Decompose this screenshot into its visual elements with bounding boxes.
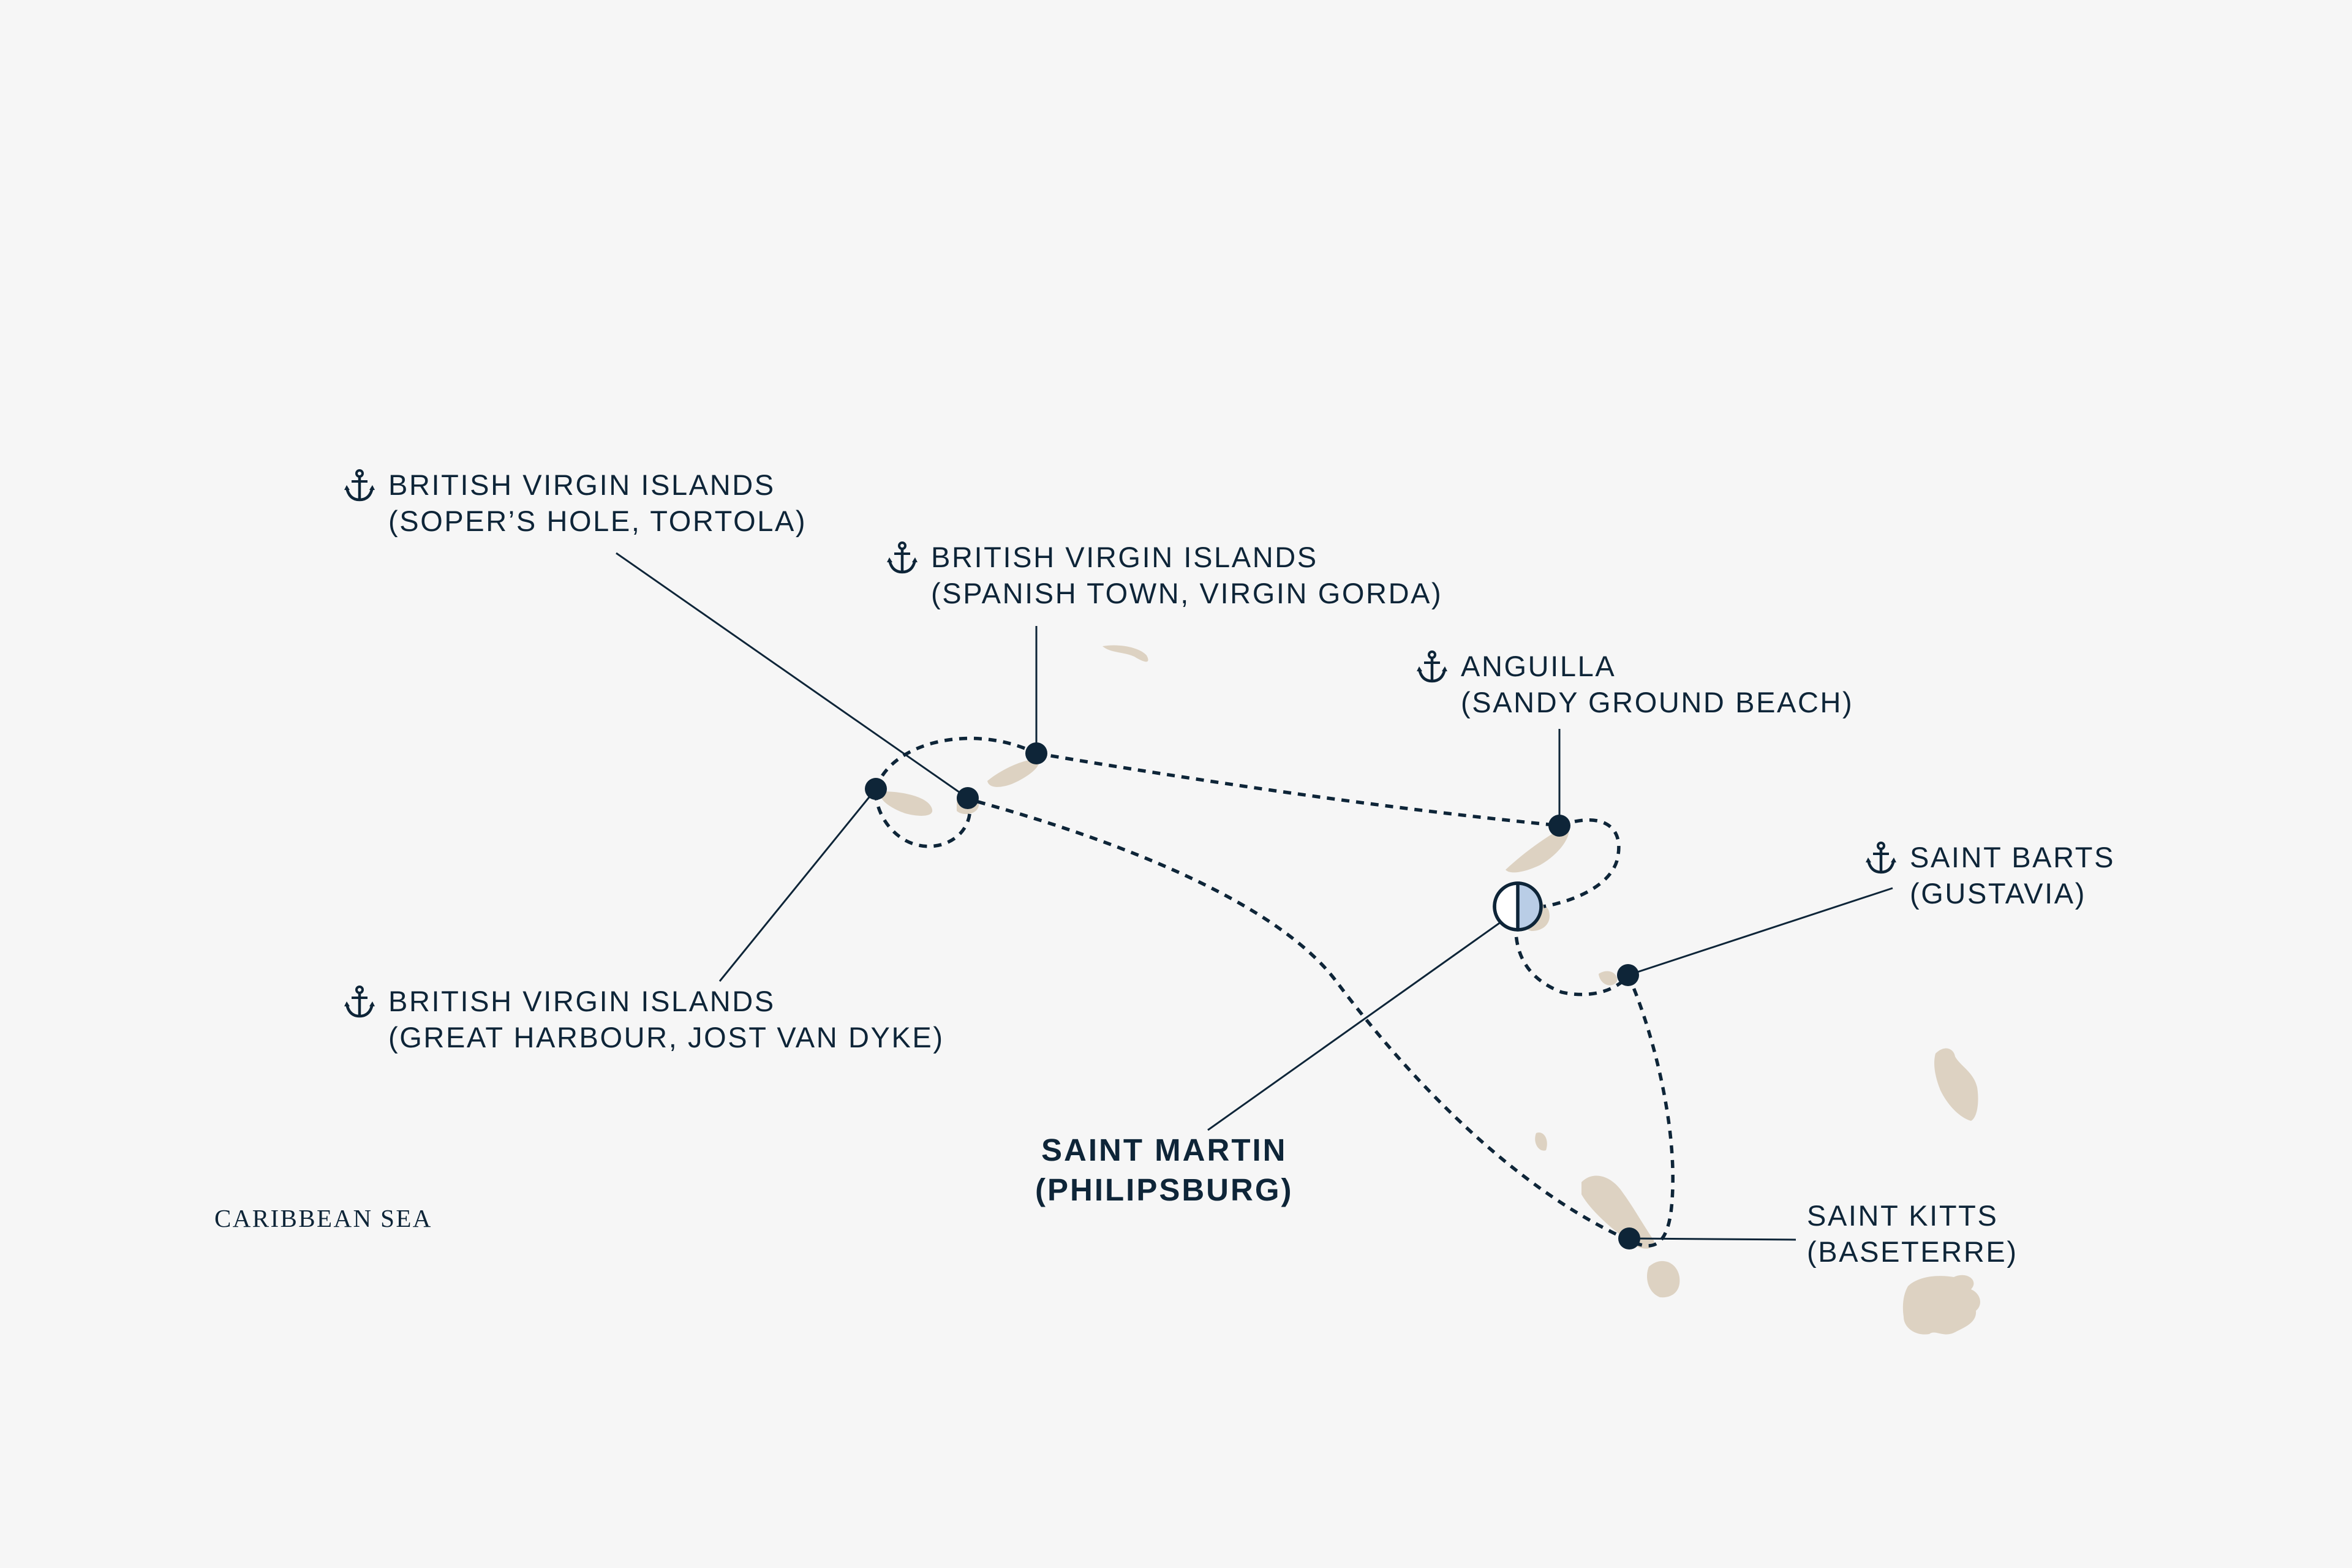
anchor-icon (1417, 650, 1447, 684)
port-label-saint-barts: SAINT BARTS (GUSTAVIA) (1910, 839, 2115, 911)
port-detail: (SANDY GROUND BEACH) (1461, 686, 1854, 718)
island-saba (1535, 1133, 1547, 1151)
port-dot-saint-kitts (1618, 1227, 1640, 1250)
port-dot-tortola (957, 787, 979, 809)
island-jost-van-dyke (880, 791, 933, 816)
port-name: BRITISH VIRGIN ISLANDS (388, 469, 775, 501)
port-detail: (BASETERRE) (1807, 1235, 2018, 1268)
anchor-icon (1866, 842, 1896, 875)
island-antigua (1902, 1275, 1980, 1335)
home-port-label: SAINT MARTIN (PHILIPSBURG) (1035, 1130, 1294, 1210)
island-saint-barts (1599, 971, 1618, 986)
port-detail: (SPANISH TOWN, VIRGIN GORDA) (931, 577, 1443, 609)
leader-barts (1627, 887, 1893, 976)
island-barbuda (1934, 1048, 1978, 1121)
route-segment-anguilla-return (1543, 818, 1621, 908)
leader-soper (616, 552, 968, 799)
home-port-name: SAINT MARTIN (1041, 1133, 1287, 1167)
port-name: SAINT KITTS (1807, 1199, 1999, 1232)
route-segment-gorda-anguilla (1036, 752, 1561, 827)
home-port-detail: (PHILIPSBURG) (1035, 1172, 1294, 1207)
port-markers (865, 742, 1640, 1250)
port-label-anguilla: ANGUILLA (SANDY GROUND BEACH) (1461, 648, 1853, 720)
port-dot-saint-barts (1617, 964, 1639, 986)
island-virgin-gorda (987, 759, 1039, 787)
port-dot-jost (865, 778, 887, 800)
port-name: SAINT BARTS (1910, 841, 2116, 873)
port-detail: (GREAT HARBOUR, JOST VAN DYKE) (388, 1021, 944, 1054)
sea-label: CARIBBEAN SEA (214, 1204, 432, 1232)
island-nevis (1647, 1261, 1680, 1298)
route-segment-barts-kitts (1626, 974, 1675, 1248)
port-label-jost-van-dyke: BRITISH VIRGIN ISLANDS (GREAT HARBOUR, J… (388, 983, 944, 1055)
port-dot-anguilla (1548, 815, 1570, 837)
embarkation-marker-icon (1493, 881, 1543, 932)
port-detail: (SOPER’S HOLE, TORTOLA) (388, 505, 807, 537)
cruise-route (874, 736, 1675, 1248)
leader-home (1207, 918, 1506, 1131)
port-label-saint-kitts: SAINT KITTS (BASETERRE) (1807, 1197, 2018, 1270)
route-segment-kitts-tortola (968, 797, 1630, 1242)
route-segment-tortola-jost (874, 788, 972, 848)
port-name: ANGUILLA (1461, 650, 1616, 682)
anchor-icon (344, 469, 375, 502)
port-label-soper: BRITISH VIRGIN ISLANDS (SOPER’S HOLE, TO… (388, 467, 807, 539)
island-anegada (1102, 645, 1148, 662)
port-detail: (GUSTAVIA) (1910, 877, 2086, 910)
anchor-icon (887, 541, 918, 575)
port-name: BRITISH VIRGIN ISLANDS (931, 541, 1318, 573)
port-label-spanish-town: BRITISH VIRGIN ISLANDS (SPANISH TOWN, VI… (931, 539, 1442, 611)
leader-kitts (1629, 1237, 1796, 1241)
leader-jost (718, 788, 877, 982)
route-segment-outbound (1514, 907, 1630, 997)
leader-lines (616, 552, 1893, 1241)
port-name: BRITISH VIRGIN ISLANDS (388, 985, 775, 1017)
island-anguilla (1506, 826, 1569, 873)
port-dot-virgin-gorda (1025, 742, 1047, 764)
route-segment-jost-gorda (874, 736, 1038, 790)
anchor-icon (344, 986, 375, 1019)
